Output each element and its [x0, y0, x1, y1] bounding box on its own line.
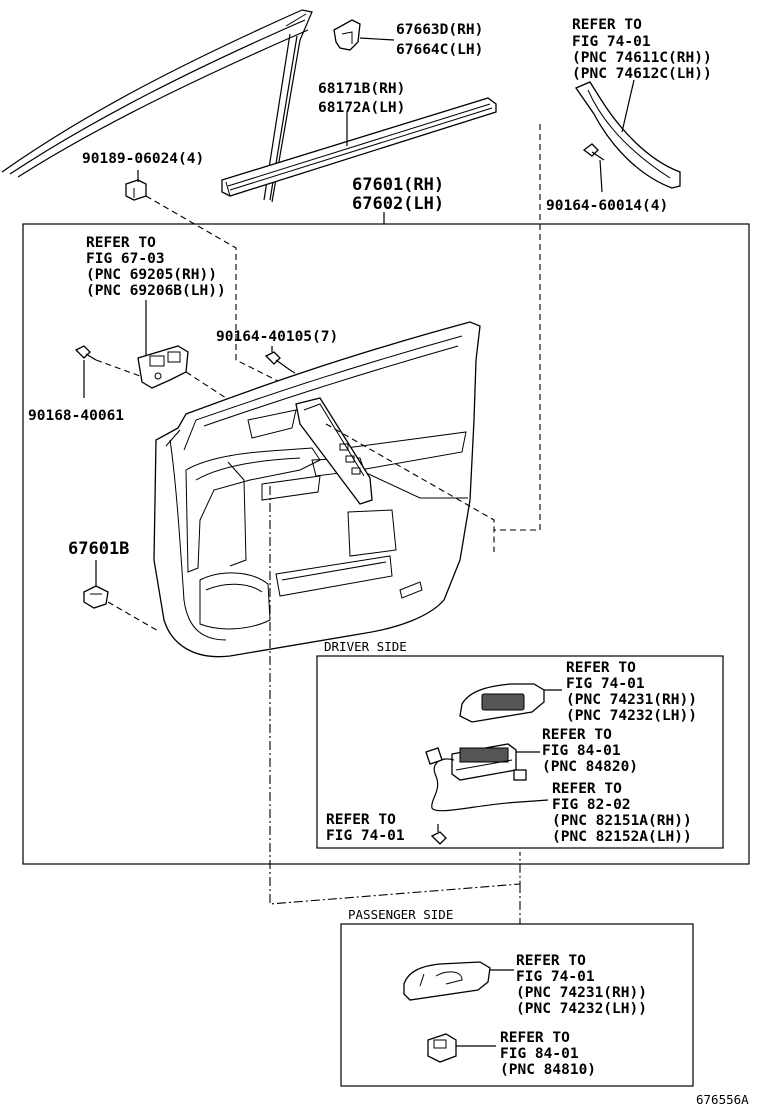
label-68171-line2: 68172A(LH) [318, 100, 405, 116]
ref-74611-line3: (PNC 74611C(RH)) [572, 50, 712, 66]
label-ref-69205: REFER TO FIG 67-03 (PNC 69205(RH)) (PNC … [86, 235, 226, 299]
ref-74611-line4: (PNC 74612C(LH)) [572, 66, 712, 82]
screw-ref-74 [430, 824, 447, 845]
label-67663: 67663D(RH) 67664C(LH) [396, 22, 483, 58]
drawing-number: 676556A [696, 1092, 749, 1107]
belt-moulding-68171b [221, 97, 497, 197]
ref-74231p-line4: (PNC 74232(LH)) [516, 1001, 647, 1017]
screw-90168 [74, 345, 141, 398]
label-67601-line1: 67601(RH) [352, 175, 444, 195]
label-67601b: 67601B [68, 539, 129, 559]
switch-bezel-74231-passenger [403, 961, 514, 1001]
label-90164-40105: 90164-40105(7) [216, 329, 338, 345]
ref-74611-line2: FIG 74-01 [572, 34, 651, 50]
door-frame-weatherstrip [1, 9, 313, 203]
pillar-garnish-74611c [575, 79, 681, 189]
ref-74231p-line2: FIG 74-01 [516, 969, 595, 985]
clip-67663d [333, 19, 395, 51]
ref-74611-line1: REFER TO [572, 17, 642, 33]
driver-side-box [316, 655, 724, 849]
label-ref-84810: REFER TO FIG 84-01 (PNC 84810) [500, 1030, 596, 1078]
ref-74screw-line2: FIG 74-01 [326, 828, 405, 844]
ref-74231d-line1: REFER TO [566, 660, 636, 676]
ref-74231p-line1: REFER TO [516, 953, 586, 969]
ref-82151-line1: REFER TO [552, 781, 622, 797]
label-67663-line2: 67664C(LH) [396, 42, 483, 58]
ref-74231d-line2: FIG 74-01 [566, 676, 645, 692]
label-passenger-side: PASSENGER SIDE [348, 907, 453, 922]
ref-74231d-line4: (PNC 74232(LH)) [566, 708, 697, 724]
ref-84810-line2: FIG 84-01 [500, 1046, 579, 1062]
main-assembly-box [22, 223, 750, 865]
ref-82151-line4: (PNC 82152A(LH)) [552, 829, 692, 845]
ref-74231p-line3: (PNC 74231(RH)) [516, 985, 647, 1001]
ref-82151-line3: (PNC 82151A(RH)) [552, 813, 692, 829]
passenger-switch-84810 [427, 1033, 496, 1063]
label-ref-74611: REFER TO FIG 74-01 (PNC 74611C(RH)) (PNC… [572, 17, 712, 82]
ref-74screw-line1: REFER TO [326, 812, 396, 828]
ref-69205-line1: REFER TO [86, 235, 156, 251]
connector-passenger [269, 486, 521, 905]
ref-74231d-line3: (PNC 74231(RH)) [566, 692, 697, 708]
label-ref-74-screw: REFER TO FIG 74-01 [326, 812, 405, 844]
ref-84820-line2: FIG 84-01 [542, 743, 621, 759]
screw-90164-60014 [582, 143, 605, 193]
ref-69205-line4: (PNC 69206B(LH)) [86, 283, 226, 299]
label-68171-line1: 68171B(RH) [318, 81, 405, 97]
label-ref-74231-passenger: REFER TO FIG 74-01 (PNC 74231(RH)) (PNC … [516, 953, 647, 1017]
dashed-connector-garnish [494, 124, 541, 531]
label-ref-84820: REFER TO FIG 84-01 (PNC 84820) [542, 727, 638, 775]
ref-69205-line3: (PNC 69205(RH)) [86, 267, 217, 283]
ref-84810-line3: (PNC 84810) [500, 1062, 596, 1078]
ref-84820-line3: (PNC 84820) [542, 759, 638, 775]
inside-handle-bracket [137, 345, 227, 399]
ref-82151-line2: FIG 82-02 [552, 797, 631, 813]
label-67663-line1: 67663D(RH) [396, 22, 483, 38]
passenger-side-box [340, 923, 694, 1087]
label-ref-74231-driver: REFER TO FIG 74-01 (PNC 74231(RH)) (PNC … [566, 660, 697, 724]
door-trim-panel [153, 321, 495, 658]
clip-67601b: 67601B [68, 539, 161, 633]
label-90168: 90168-40061 [28, 408, 124, 424]
ref-84810-line1: REFER TO [500, 1030, 570, 1046]
clip-90189 [125, 170, 281, 383]
label-ref-82151: REFER TO FIG 82-02 (PNC 82151A(RH)) (PNC… [552, 781, 692, 845]
label-90164-60014: 90164-60014(4) [546, 198, 668, 214]
label-67601-line2: 67602(LH) [352, 194, 444, 214]
label-90189: 90189-06024(4) [82, 151, 204, 167]
wire-harness-82151a [425, 747, 549, 812]
ref-84820-line1: REFER TO [542, 727, 612, 743]
ref-69205-line2: FIG 67-03 [86, 251, 165, 267]
master-switch-84820 [451, 743, 540, 781]
switch-bezel-74231-driver [459, 683, 562, 723]
label-driver-side: DRIVER SIDE [324, 639, 407, 654]
